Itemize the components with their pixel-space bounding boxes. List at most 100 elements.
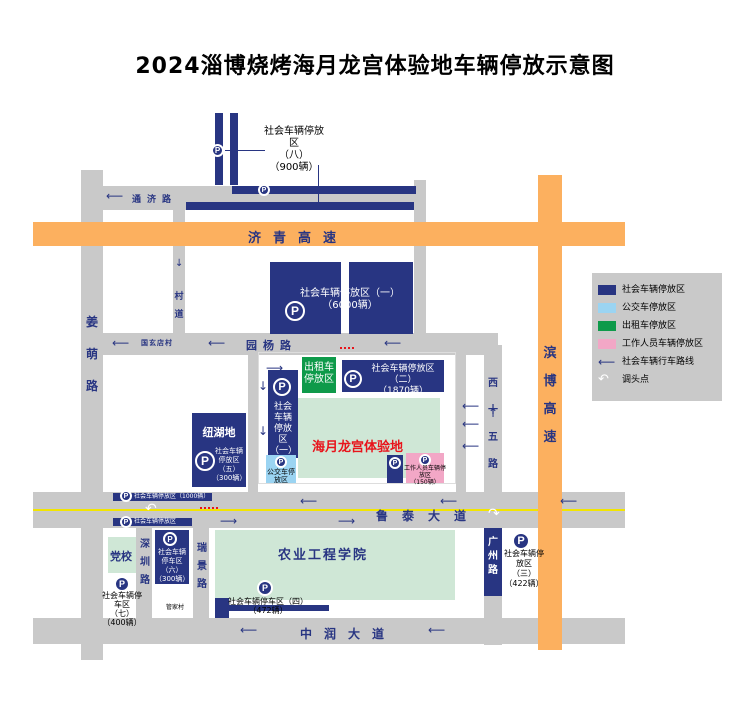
jiqing-highway-label: 济青高速 (248, 231, 349, 246)
route-arrow-east-1: ⟵ (462, 399, 480, 413)
bus-parking-icon: P (275, 456, 287, 468)
college-area (215, 530, 455, 600)
zhongrun-road-label: 中润大道 (300, 627, 397, 641)
lot-left-parking-icon: P (273, 378, 291, 396)
jiqing-highway (33, 222, 625, 246)
lot5-label: 社会车辆停放区（五） （300辆） (212, 447, 246, 483)
shenzhen-road-label: 深圳路 (140, 539, 150, 586)
lot1-block-right (349, 262, 413, 334)
jiangmeng-road-label: 姜萌路 (85, 315, 98, 393)
legend-label-staff: 工作人员车辆停放区 (622, 339, 704, 349)
lot8-label: 社会车辆停放区 （八） （900辆） (262, 126, 326, 174)
u-turn-icon-west: ↶ (145, 501, 157, 517)
lutai-strip-2 (113, 518, 192, 526)
arrow-left-icon: ⟵ (598, 355, 616, 369)
lot3-label: 社会车辆停放区 （三） （422辆） (502, 549, 546, 589)
strip2-parking-icon: P (120, 516, 132, 528)
college-label: 农业工程学院 (278, 548, 369, 563)
inner-road-right (456, 352, 466, 492)
guanjia-village-label: 管家村 (165, 604, 184, 611)
route-arrow-lutai-e2: ⟶ (220, 514, 238, 528)
route-arrow-inner-down-2: ↓ (258, 424, 269, 438)
route-arrow-lutai-w1: ⟵ (560, 494, 578, 508)
lot6-label: 社会车辆停车区（六） （300辆） (155, 548, 189, 584)
route-arrow-cun-down: ↓ (175, 258, 184, 269)
bus-lot-label: 公交车停放区 (267, 468, 295, 484)
legend-label-bus: 公交车停放区 (622, 303, 677, 313)
lot2-name: 社会车辆停放区（二） (371, 364, 435, 385)
staff-lot-label: 工作人员车辆停放区 （150辆） (404, 465, 446, 486)
map-legend: 社会车辆停放区 公交车停放区 出租车停放区 工作人员车辆停放区 ⟵ 社会车辆行车… (592, 273, 722, 401)
lot8-strip-bottom (186, 202, 414, 210)
ruijing-road (193, 528, 209, 618)
legend-label-route: 社会车辆行车路线 (622, 357, 695, 367)
strip1-parking-icon: P (120, 490, 132, 502)
yuanyang-road-label: 园杨路 (246, 339, 297, 352)
lutai-red-dots (200, 507, 218, 509)
school-label: 党校 (110, 550, 132, 563)
north-road-right (414, 180, 426, 340)
lot1-label: 社会车辆停放区（一） （6000辆） (290, 288, 410, 312)
route-arrow-inner-right: ⟶ (266, 361, 284, 375)
legend-swatch-social (598, 285, 616, 295)
route-arrow-zhongrun-e: ⟵ (240, 623, 258, 637)
lot3-parking-icon: P (512, 532, 530, 550)
route-arrow-yuanyang-1: ⟵ (112, 336, 130, 350)
lot8-parking-icon: P (211, 144, 224, 157)
route-arrow-yuanyang-3: ⟵ (384, 336, 402, 350)
legend-label-social: 社会车辆停放区 (622, 285, 686, 295)
taxi-lot (302, 357, 336, 393)
main-site-label: 海月龙宫体验地 (312, 440, 404, 455)
zhongrun-road (33, 618, 625, 644)
lot8-num: （八） (279, 150, 309, 161)
lot3-name: 社会车辆停放区 (504, 549, 544, 568)
lot6-parking-icon: P (163, 532, 177, 546)
shenzhen-road (136, 528, 152, 618)
lot-left-label: 社会车辆停放区（一） (270, 402, 298, 456)
staff-mini-parking-icon: P (389, 457, 401, 469)
lot4-strip-2 (229, 605, 329, 611)
inner-road-left (248, 352, 258, 492)
lot6-name: 社会车辆停车区（六） (158, 548, 186, 574)
lot8-strip-parking-icon: P (258, 184, 270, 196)
xishiwu-road-label: 西十五路 (488, 378, 498, 470)
lot8-leader-line-2 (318, 165, 319, 205)
bingbo-highway (538, 175, 562, 650)
route-arrow-east-3: ⟵ (462, 439, 480, 453)
wetland-lot5-block (192, 413, 246, 487)
route-arrow-lutai-w2: ⟵ (440, 494, 458, 508)
jiangmeng-road (81, 170, 103, 660)
staff-lot-name: 工作人员车辆停放区 (404, 465, 447, 479)
route-arrow-east-2: ⟵ (462, 417, 480, 431)
lot6-count: （300辆） (155, 575, 190, 583)
lot8-strip-top (232, 186, 416, 194)
taxi-lot-label: 出租车停放区 (304, 362, 334, 385)
lot4-label: 社会车辆停车区（四） （472辆） (228, 597, 308, 615)
school-area (108, 537, 136, 573)
u-turn-icon-east: ↷ (488, 506, 500, 522)
staff-lot-count: （150辆） (410, 479, 440, 486)
yuanyang-road (81, 333, 498, 355)
guangzhou-road-label: 广州路 (488, 537, 498, 576)
lot1-name: 社会车辆停放区（一） (300, 288, 400, 299)
entrance-markers (340, 347, 354, 353)
lutai-road-label: 鲁泰大道 (376, 509, 481, 523)
route-arrow-yuanyang-2: ⟵ (208, 336, 226, 350)
legend-swatch-staff (598, 339, 616, 349)
route-arrow-lutai-w3: ⟵ (300, 494, 318, 508)
u-turn-icon: ↶ (598, 372, 609, 387)
lot3-num: （三） (512, 569, 536, 578)
lot7-parking-icon: P (114, 576, 130, 592)
bingbo-highway-label: 滨博高速 (543, 346, 557, 445)
route-arrow-lutai-e1: ⟶ (338, 514, 356, 528)
lot1-block-left (270, 262, 341, 334)
lutai-strip-2-label: 社会车辆停放区 (134, 518, 177, 525)
route-arrow-xishiwu-up: ↑ (488, 406, 499, 420)
lot8-leader-line (225, 150, 265, 151)
main-site-border (258, 352, 456, 484)
lot4-name: 社会车辆停车区（四） (228, 597, 308, 606)
legend-label-uturn: 调头点 (622, 375, 650, 385)
lot4-count: （472辆） (248, 606, 288, 615)
lot1-parking-icon: P (285, 301, 305, 321)
